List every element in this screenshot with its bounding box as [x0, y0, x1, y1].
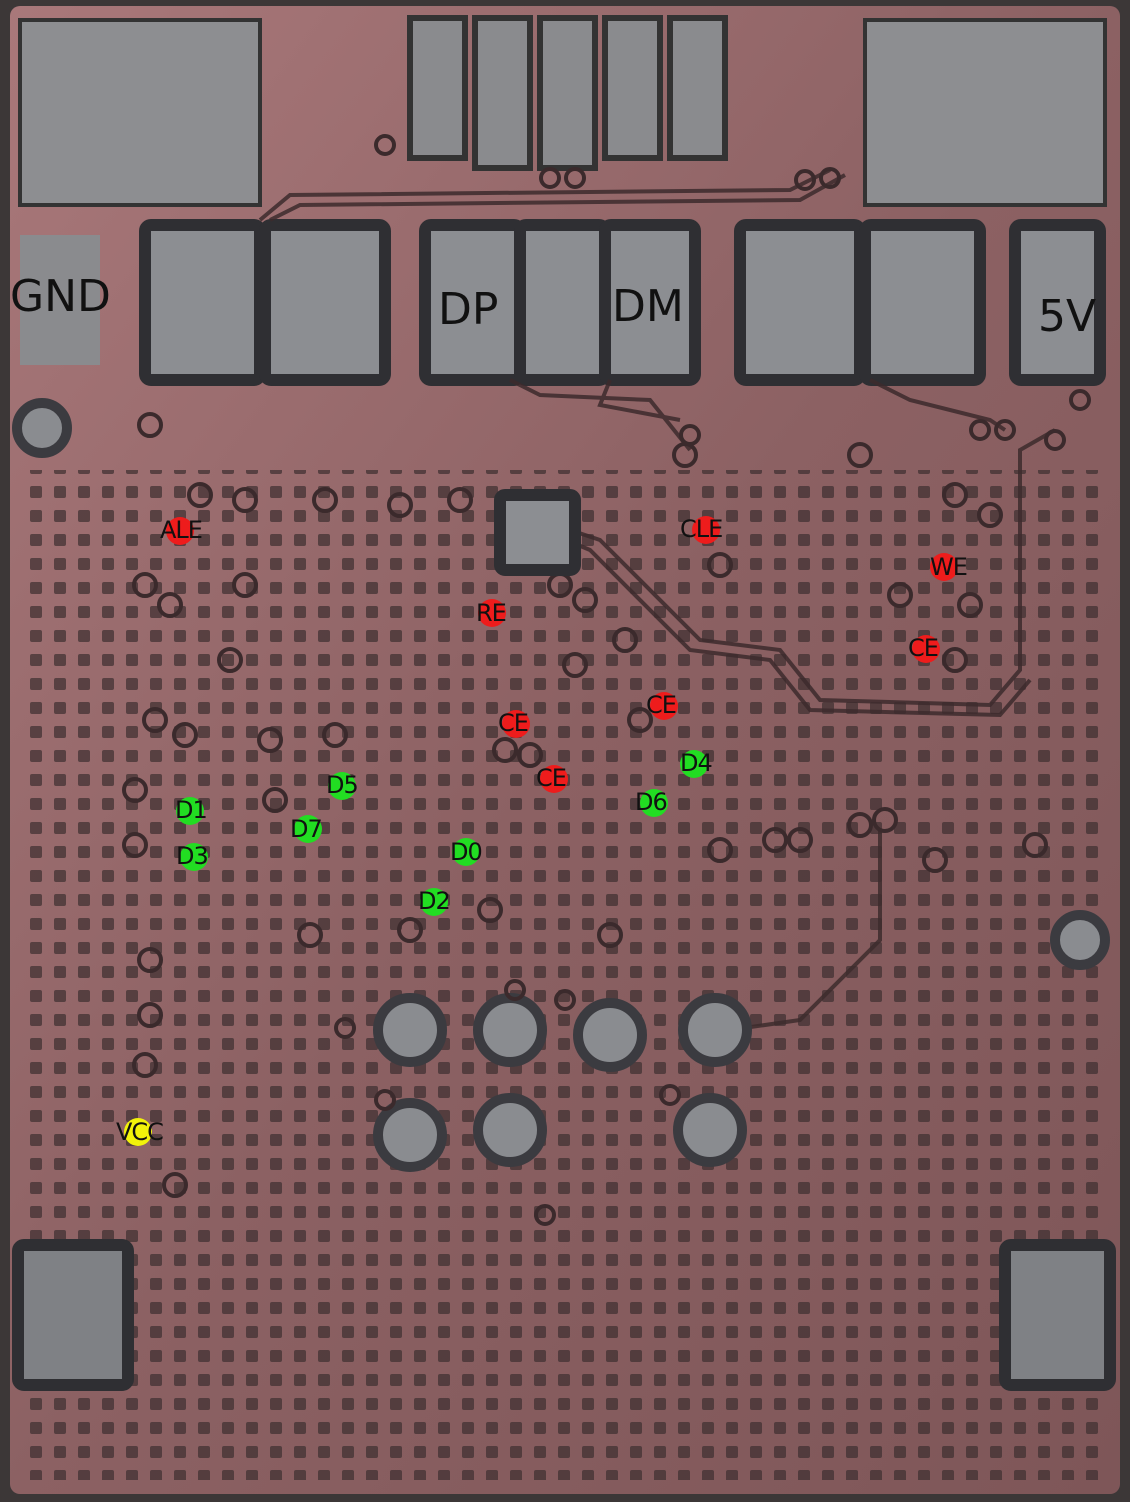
ce-label-2: CE: [646, 691, 677, 719]
top-pad-left: [18, 18, 262, 207]
ale-marker: [166, 517, 194, 545]
edge-contacts: [139, 219, 1106, 386]
small-vias: [122, 134, 1091, 1226]
ce-marker-2: [650, 692, 678, 720]
ce-marker-3: [502, 710, 530, 738]
corner-pad-right: [999, 1239, 1116, 1391]
we-marker: [930, 553, 958, 581]
d2-marker: [420, 888, 448, 916]
5v-label: 5V: [1038, 291, 1097, 342]
d5-label: D5: [326, 771, 359, 799]
we-label: WE: [930, 553, 968, 581]
ale-label: ALE: [160, 516, 203, 544]
gnd-label: GND: [10, 271, 111, 322]
d0-marker: [452, 838, 480, 866]
d7-label: D7: [290, 815, 323, 843]
ce-label-3: CE: [498, 709, 529, 737]
d3-label: D3: [176, 842, 209, 870]
corner-pad-left: [12, 1239, 134, 1391]
d2-label: D2: [418, 887, 451, 915]
dm-label: DM: [612, 281, 684, 332]
ce-marker-4: [540, 765, 568, 793]
d3-marker: [180, 843, 208, 871]
ce-marker-1: [912, 635, 940, 663]
top-pad-right: [863, 18, 1107, 207]
d4-label: D4: [680, 749, 713, 777]
large-test-pads: [12, 398, 1110, 1172]
d1-label: D1: [175, 796, 208, 824]
re-label: RE: [476, 599, 507, 627]
ce-label-4: CE: [536, 764, 567, 792]
dp-label: DP: [438, 284, 499, 335]
cle-marker: [692, 516, 720, 544]
d5-marker: [328, 772, 356, 800]
d4-marker: [680, 750, 708, 778]
d7-marker: [294, 815, 322, 843]
center-square-pad: [494, 489, 581, 576]
d6-label: D6: [635, 788, 668, 816]
d0-label: D0: [450, 838, 483, 866]
d6-marker: [640, 789, 668, 817]
cle-label: CLE: [680, 515, 723, 543]
ce-label-1: CE: [908, 634, 939, 662]
d1-marker: [176, 797, 204, 825]
vcc-marker: [124, 1118, 152, 1146]
re-marker: [478, 599, 506, 627]
vcc-label: VCC: [116, 1118, 164, 1146]
